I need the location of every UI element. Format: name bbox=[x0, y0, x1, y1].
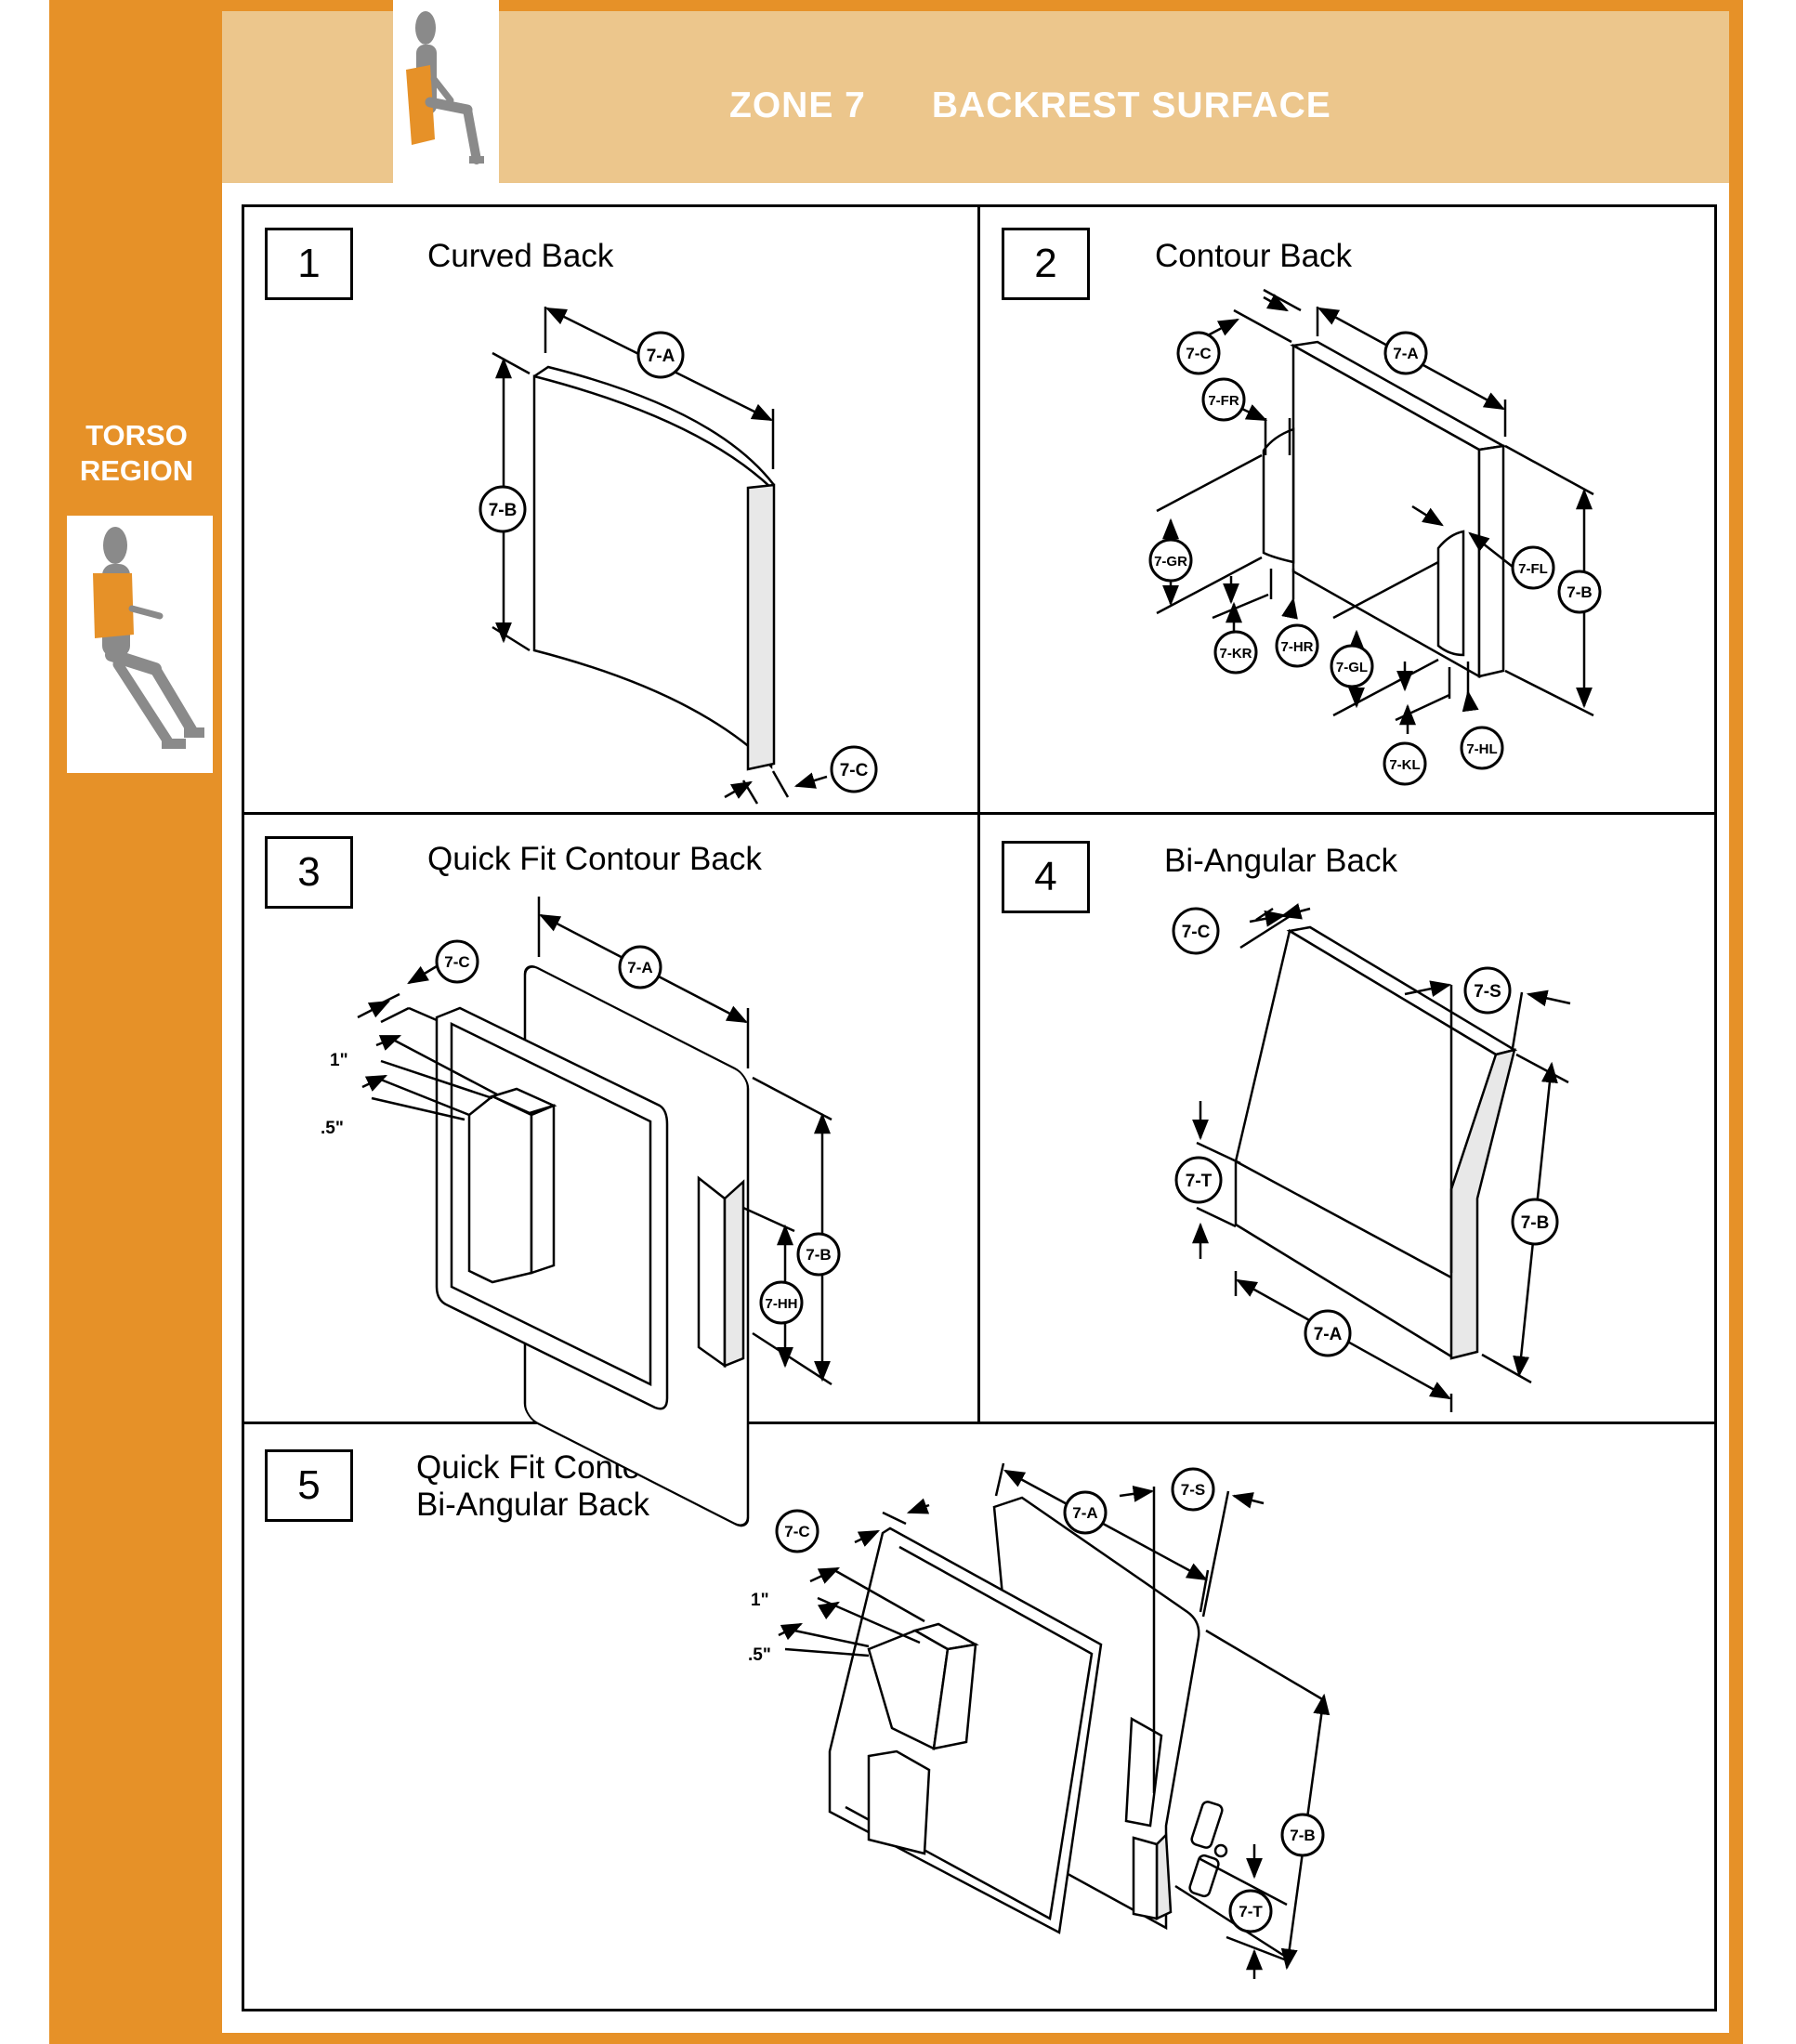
svg-text:7-GR: 7-GR bbox=[1154, 554, 1187, 570]
callout-7c-panel5: 7-C bbox=[775, 1509, 819, 1553]
region-label: TORSO REGION bbox=[67, 418, 206, 489]
label-half-inch-panel3: .5" bbox=[321, 1119, 344, 1138]
svg-text:7-A: 7-A bbox=[647, 347, 675, 366]
callout-7hh: 7-HH bbox=[759, 1280, 804, 1325]
region-figure-thumbnail bbox=[67, 516, 213, 773]
svg-text:7-S: 7-S bbox=[1474, 982, 1501, 1002]
panel-2-diagram bbox=[1156, 288, 1594, 734]
callout-7a-panel1: 7-A bbox=[636, 331, 685, 379]
callout-7hl: 7-HL bbox=[1460, 726, 1504, 770]
panel-5-number: 5 bbox=[265, 1449, 353, 1522]
svg-text:7-A: 7-A bbox=[627, 959, 652, 976]
svg-text:7-S: 7-S bbox=[1181, 1481, 1205, 1499]
callout-7gl: 7-GL bbox=[1330, 644, 1374, 688]
svg-text:7-C: 7-C bbox=[444, 953, 469, 971]
panel-2-number: 2 bbox=[1002, 228, 1090, 300]
svg-text:7-B: 7-B bbox=[1290, 1827, 1315, 1844]
label-1-inch-panel5: 1" bbox=[751, 1591, 769, 1610]
svg-text:7-A: 7-A bbox=[1314, 1325, 1343, 1344]
panel-1-title: Curved Back bbox=[427, 238, 614, 274]
callout-7t-panel5: 7-T bbox=[1228, 1889, 1273, 1933]
region-label-line1: TORSO bbox=[85, 419, 188, 452]
svg-text:7-C: 7-C bbox=[1186, 345, 1211, 362]
zone-title: ZONE 7 BACKREST SURFACE bbox=[729, 85, 1331, 126]
callout-7c-panel4: 7-C bbox=[1172, 907, 1220, 955]
callout-7hr: 7-HR bbox=[1275, 623, 1319, 668]
panel-3-title: Quick Fit Contour Back bbox=[427, 841, 762, 877]
svg-text:7-C: 7-C bbox=[840, 761, 869, 780]
svg-text:7-B: 7-B bbox=[1567, 583, 1592, 601]
panel-2-title: Contour Back bbox=[1155, 238, 1353, 274]
svg-text:7-A: 7-A bbox=[1072, 1504, 1097, 1522]
svg-text:7-C: 7-C bbox=[784, 1523, 809, 1540]
torso-figure-icon bbox=[93, 527, 204, 749]
svg-text:7-A: 7-A bbox=[1393, 345, 1418, 362]
panel-5-title-line2: Bi-Angular Back bbox=[416, 1487, 649, 1523]
frame-right bbox=[1729, 0, 1743, 2044]
callout-7a-panel2: 7-A bbox=[1383, 331, 1428, 375]
callout-7b-panel3: 7-B bbox=[796, 1232, 841, 1277]
callout-7s-panel5: 7-S bbox=[1171, 1467, 1215, 1512]
region-label-line2: REGION bbox=[79, 454, 194, 487]
svg-text:7-GL: 7-GL bbox=[1336, 660, 1368, 675]
callout-7b-panel5: 7-B bbox=[1280, 1813, 1325, 1857]
callout-7c-panel2: 7-C bbox=[1176, 331, 1221, 375]
callout-7kl: 7-KL bbox=[1383, 741, 1427, 786]
svg-text:7-HL: 7-HL bbox=[1466, 741, 1497, 757]
callout-7c-panel1: 7-C bbox=[830, 745, 878, 793]
seated-figure-icon bbox=[406, 11, 484, 164]
callout-7a-panel4: 7-A bbox=[1304, 1309, 1352, 1357]
callout-7fl: 7-FL bbox=[1511, 545, 1555, 590]
label-1-inch-panel3: 1" bbox=[330, 1051, 348, 1070]
svg-text:7-HH: 7-HH bbox=[765, 1296, 797, 1312]
panel-1-diagram bbox=[492, 307, 828, 805]
sidebar-band bbox=[49, 0, 222, 2044]
panel-4-number: 4 bbox=[1002, 841, 1090, 913]
grid-divider-row1 bbox=[242, 812, 1717, 815]
zone-number: ZONE 7 bbox=[729, 85, 866, 125]
frame-bottom bbox=[49, 2033, 1743, 2044]
panel-3-number: 3 bbox=[265, 836, 353, 909]
svg-text:7-KR: 7-KR bbox=[1219, 646, 1252, 662]
panel-1-number: 1 bbox=[265, 228, 353, 300]
panel-4-title: Bi-Angular Back bbox=[1164, 843, 1397, 879]
svg-text:7-B: 7-B bbox=[1521, 1213, 1550, 1233]
svg-text:7-C: 7-C bbox=[1182, 923, 1211, 942]
callout-7gr: 7-GR bbox=[1148, 538, 1193, 583]
callout-7b-panel2: 7-B bbox=[1557, 570, 1602, 614]
panel-5-diagram bbox=[778, 1462, 1331, 1979]
callout-7b-panel4: 7-B bbox=[1511, 1198, 1559, 1246]
zone-name: BACKREST SURFACE bbox=[931, 85, 1331, 125]
label-half-inch-panel5: .5" bbox=[748, 1645, 771, 1665]
svg-text:7-FR: 7-FR bbox=[1208, 393, 1239, 409]
callout-7fr: 7-FR bbox=[1201, 377, 1246, 422]
callout-7a-panel3: 7-A bbox=[618, 945, 662, 989]
svg-text:7-B: 7-B bbox=[489, 501, 518, 520]
callout-7s-panel4: 7-S bbox=[1463, 966, 1512, 1015]
svg-text:7-T: 7-T bbox=[1186, 1172, 1213, 1191]
callout-7b-panel1: 7-B bbox=[478, 485, 527, 533]
svg-text:7-FL: 7-FL bbox=[1518, 561, 1548, 577]
svg-text:7-HR: 7-HR bbox=[1280, 639, 1313, 655]
svg-text:7-T: 7-T bbox=[1239, 1903, 1263, 1920]
svg-text:7-KL: 7-KL bbox=[1389, 757, 1420, 773]
grid-divider-row2 bbox=[242, 1422, 1717, 1424]
callout-7t-panel4: 7-T bbox=[1174, 1156, 1223, 1204]
header-seated-figure-thumbnail bbox=[393, 0, 499, 183]
callout-7a-panel5: 7-A bbox=[1063, 1490, 1108, 1535]
panel-3-diagram bbox=[357, 897, 832, 1527]
callout-7kr: 7-KR bbox=[1213, 630, 1258, 675]
panel-4-diagram bbox=[1192, 903, 1571, 1412]
svg-text:7-B: 7-B bbox=[806, 1246, 831, 1264]
callout-7c-panel3: 7-C bbox=[435, 939, 479, 984]
